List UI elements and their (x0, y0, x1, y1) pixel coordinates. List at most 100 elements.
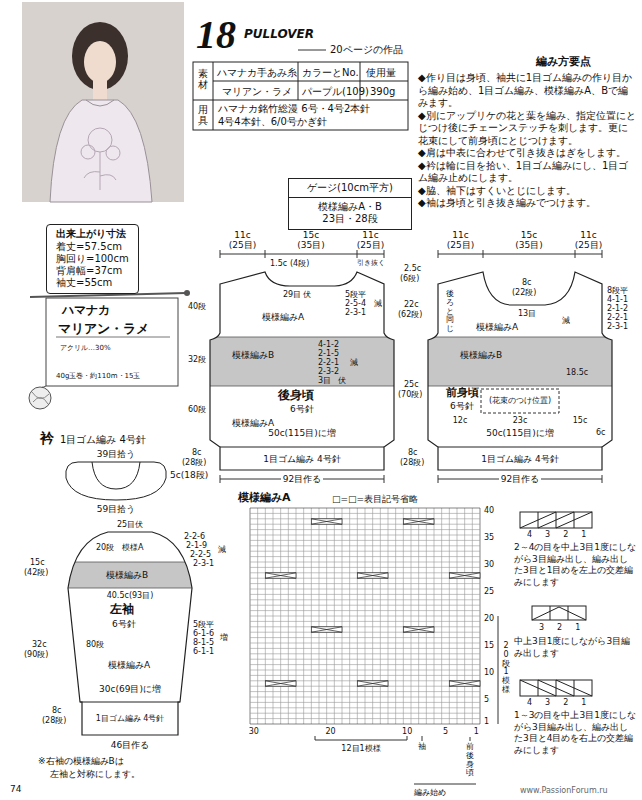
piece-outline (210, 272, 394, 470)
grid-line (250, 583, 480, 584)
grid-line (250, 713, 480, 714)
dimension-note: 2-1-9 (186, 541, 207, 550)
grid-line (250, 605, 480, 606)
chart-note: 5 (484, 695, 489, 704)
dimension-note: 2-1-5 (318, 349, 339, 358)
pattern-band (208, 337, 396, 386)
dimension-note: 32c (32, 640, 47, 649)
grid-line (250, 518, 480, 519)
chart-note: 1 (474, 727, 479, 736)
dimension-note: (花束のつけ位置) (489, 396, 551, 405)
grid-line (250, 524, 480, 525)
grid-line (250, 545, 480, 546)
dimension-note: 25c (404, 380, 419, 389)
flower-motif (81, 145, 95, 159)
node-text: 背肩幅=37cm (56, 265, 129, 277)
cable-symbol (265, 681, 296, 686)
grid-line (250, 653, 480, 654)
grid-line (250, 724, 480, 725)
grid-line (250, 659, 480, 660)
grid-line (250, 594, 480, 595)
dimension-note: 模様編みB (460, 350, 502, 360)
instruction-note: ◆作り目は身頃、袖共に1目ゴム編みの作り目から編み始め、1目ゴム編み、模様編みA… (418, 72, 636, 110)
dimension-note: (6段) (400, 274, 419, 283)
dimension-note: (25目) (229, 240, 256, 250)
sleeve-piece: 左袖6号針 (62, 528, 196, 738)
piece-drawing (208, 264, 396, 476)
dimension-note: 2.5c (404, 264, 421, 273)
grid-line (250, 670, 480, 671)
label-card (46, 298, 178, 386)
symbol-cross (520, 680, 592, 696)
subtitle: PULLOVER (244, 28, 314, 42)
dimension-note: 1.5c (270, 259, 287, 268)
collar-note: 1目ゴム編み 4号針 (60, 434, 146, 446)
dimension-note: 8段平 (607, 286, 628, 295)
yarn-label-text: マリアン・ラメ (58, 322, 149, 337)
dimension-note: (28段) (400, 458, 424, 467)
table-cell: 使用量 (366, 67, 396, 79)
yarn-ball-lines (32, 392, 49, 404)
chart-note: 20 (325, 727, 335, 736)
cable-symbol (449, 681, 480, 686)
symbol-cross (520, 512, 592, 528)
pattern-band (62, 562, 196, 588)
collar-note: 39目拾う (97, 449, 135, 459)
instruction-note: ◆別にアップリケの花と葉を編み、指定位置にとじつけ後にチェーンステッチを刺します… (418, 110, 636, 148)
dimension-note: (42段) (24, 568, 48, 577)
dimension-note: 20段 (96, 543, 114, 552)
node-text: 袖丈=55cm (56, 277, 129, 289)
chart-note: 25 (484, 587, 494, 596)
piece-name: 前身頃 (446, 387, 479, 400)
dimension-note: 6-1-1 (193, 647, 214, 656)
table-border (193, 62, 408, 130)
table-cell: 素材 (198, 68, 208, 90)
dimension-note: 後ろと同じ (446, 290, 454, 334)
dimension-note: (35目) (515, 240, 542, 250)
dimension-note: 模様編みA (476, 322, 518, 332)
title-dash (298, 50, 326, 51)
table-cell: カラーとNo. (302, 67, 359, 79)
dimension-note: 8c (52, 706, 62, 715)
neckline (86, 100, 114, 106)
grid-line (250, 535, 480, 536)
cable-symbol (311, 627, 342, 632)
dimension-note: 25目伏 (117, 520, 143, 529)
back-piece: 後身頃6号針 (208, 264, 396, 476)
grid-line (250, 675, 480, 676)
cable-symbol (449, 681, 480, 686)
sweater (50, 100, 152, 202)
grid-line (250, 551, 480, 552)
dimension-note: 左袖と対称にします。 (50, 769, 140, 779)
cable-symbol (357, 573, 388, 578)
piece-name: 左袖 (110, 603, 134, 617)
dimension-note: 15c (573, 416, 588, 425)
yarn-strand (42, 386, 46, 387)
dimension-note: 2-3-2 (318, 367, 339, 376)
dimension-note: 2-2-6 (184, 532, 205, 541)
piece-drawing (62, 528, 196, 738)
band-edge (208, 337, 396, 386)
dimension-note: 1目ゴム編み 4号針 (481, 454, 558, 464)
chart-note: 30 (484, 560, 494, 569)
subtitle: 20ページの作品 (330, 44, 403, 56)
stitch-symbols (520, 512, 592, 696)
grid-line (250, 697, 480, 698)
grid-line (250, 707, 480, 708)
dimension-note: 46目作る (111, 740, 149, 750)
cable-symbol (403, 519, 434, 524)
band-edge (426, 337, 614, 386)
collar-note: 5c(18段) (170, 470, 208, 480)
rib-line (220, 447, 384, 448)
instruction-note: ◆脇、袖下はすくいとじにします。 (418, 185, 636, 198)
table-cell: ハマナカ手あみ糸 (217, 67, 297, 79)
table-cell: ハマナカ銘竹総漫 6号・4号2本針 (218, 103, 370, 115)
dimension-note: 4-1-1 (607, 295, 628, 304)
symbol-box (520, 512, 592, 528)
dimension-note: 模様A (122, 543, 143, 552)
table-rule (213, 81, 408, 82)
grid-line (250, 718, 480, 719)
chart-note: 前後身頃 (466, 743, 474, 778)
yarn-label (29, 290, 190, 409)
label-rule (56, 337, 170, 338)
